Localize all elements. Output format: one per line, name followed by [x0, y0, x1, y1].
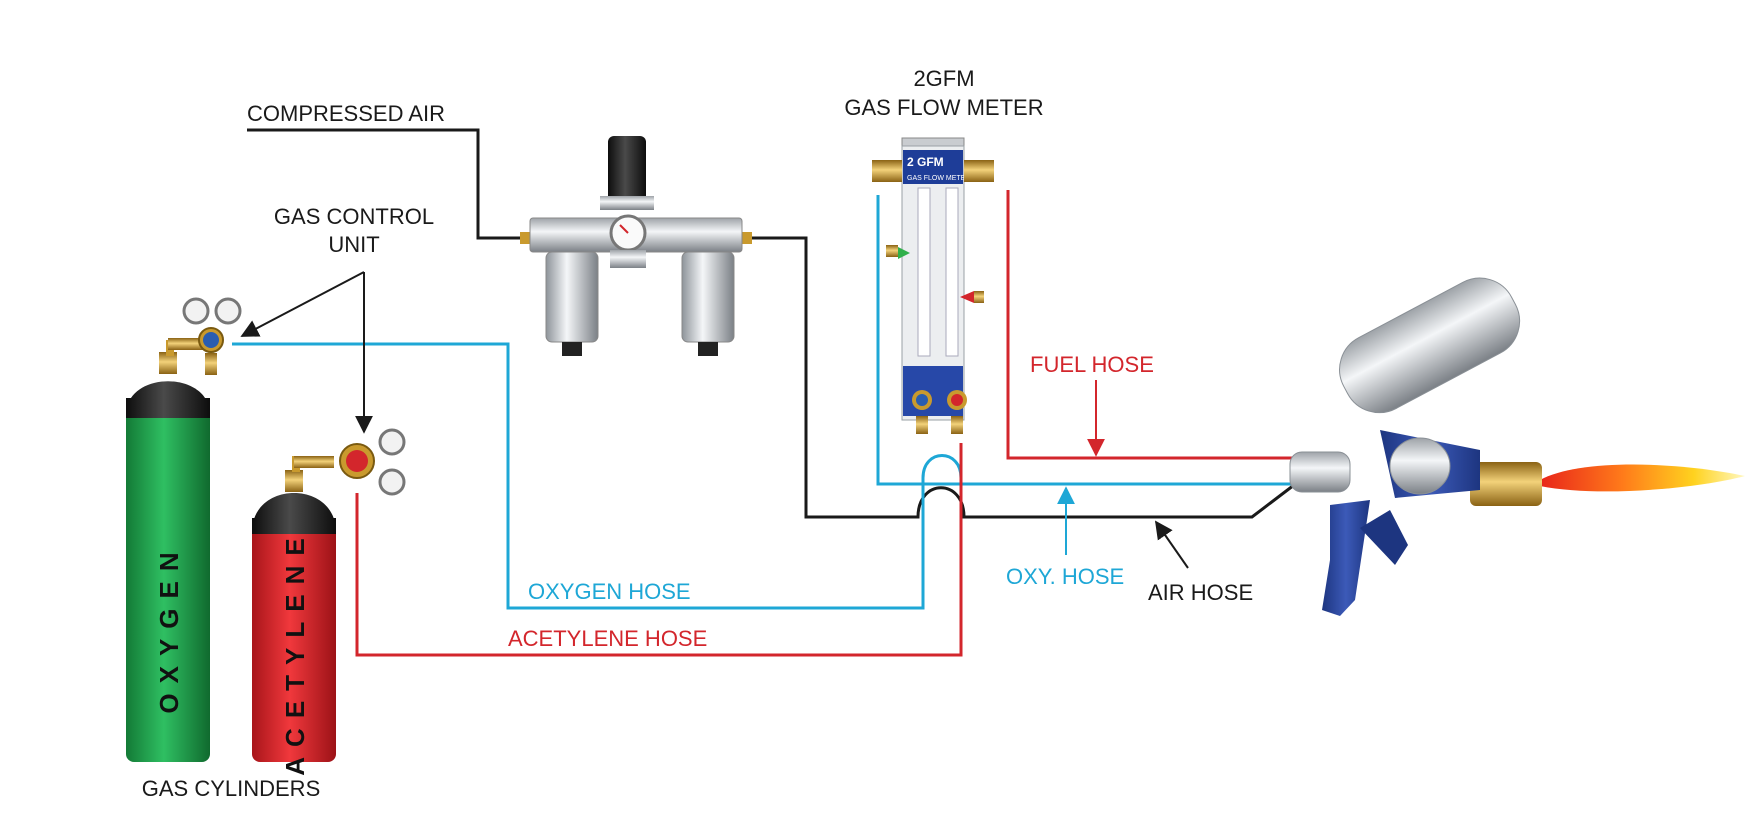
spray-gun	[1289, 277, 1745, 616]
air-filter-regulator	[520, 136, 752, 356]
label-flow-meter-line2: GAS FLOW METER	[844, 95, 1043, 120]
acetylene-cylinder: ACETYLENE	[252, 456, 336, 776]
gas-flow-meter: 2 GFM GAS FLOW METER	[872, 137, 994, 434]
label-oxygen-hose: OXYGEN HOSE	[528, 579, 691, 604]
oxy-meter-to-gun-line	[876, 195, 961, 486]
label-gas-control-unit-line2: UNIT	[328, 232, 379, 257]
meter-panel-caption: GAS FLOW METER	[907, 175, 970, 182]
label-gas-control-unit-line1: GAS CONTROL	[274, 204, 434, 229]
acetylene-pressure-gauge-2	[378, 468, 406, 496]
air-hose-line	[750, 236, 1299, 519]
label-air-hose: AIR HOSE	[1148, 580, 1253, 605]
acetylene-regulator	[294, 428, 406, 496]
hoses	[232, 128, 1299, 657]
label-compressed-air: COMPRESSED AIR	[247, 101, 445, 126]
oxygen-cylinder-label: OXYGEN	[154, 542, 184, 713]
oxygen-regulator	[168, 297, 242, 375]
meter-red-marker	[960, 291, 974, 303]
label-flow-meter-line1: 2GFM	[913, 66, 974, 91]
fuel-hose-line	[1006, 190, 1298, 460]
oxygen-pressure-gauge-1	[182, 297, 210, 325]
pointer-arrows	[240, 271, 1189, 569]
label-fuel-hose: FUEL HOSE	[1030, 352, 1154, 377]
gun-flame	[1540, 464, 1745, 492]
air-hose-arrow	[1154, 520, 1189, 569]
compressed-air-line	[247, 128, 530, 240]
gun-nozzle-body	[1389, 437, 1451, 495]
oxygen-pressure-gauge-2	[214, 297, 242, 325]
acetylene-pressure-gauge-1	[378, 428, 406, 456]
label-oxy-hose: OXY. HOSE	[1006, 564, 1124, 589]
meter-panel-model: 2 GFM	[907, 155, 944, 169]
acetylene-hose-line	[355, 443, 963, 657]
diagram-labels: COMPRESSED AIR GAS CONTROL UNIT 2GFM GAS…	[142, 66, 1253, 801]
powder-canister	[1339, 277, 1521, 414]
meter-green-marker	[898, 247, 910, 259]
acetylene-cylinder-label: ACETYLENE	[280, 528, 310, 775]
oxygen-cylinder: OXYGEN	[126, 340, 210, 762]
gas-control-arrow-to-oxygen-regulator	[240, 271, 365, 337]
label-acetylene-hose: ACETYLENE HOSE	[508, 626, 707, 651]
label-gas-cylinders: GAS CYLINDERS	[142, 776, 321, 801]
